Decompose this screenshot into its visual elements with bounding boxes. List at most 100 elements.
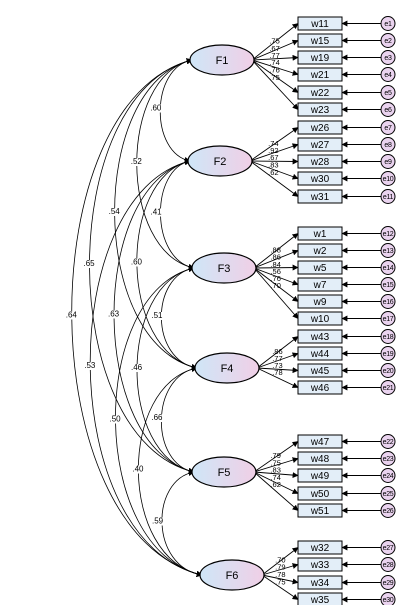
loading-arrow — [253, 441, 299, 473]
covariance-layer: .60.41.51.66.59.52.60.46.40.54.63.50.65.… — [64, 58, 203, 578]
error-circle — [380, 171, 396, 186]
indicator-box — [297, 154, 343, 169]
error-label: e28 — [383, 562, 394, 569]
error-e4: e4 — [380, 67, 396, 82]
error-circle — [380, 540, 396, 555]
error-e25: e25 — [380, 486, 396, 501]
indicator-w44: w44 — [297, 346, 343, 361]
loading-arrow — [251, 54, 299, 61]
error-circle — [380, 311, 396, 326]
error-e12: e12 — [380, 226, 396, 241]
error-e16: e16 — [380, 294, 396, 309]
indicator-box — [297, 67, 343, 82]
indicator-w15: w15 — [297, 33, 343, 48]
loading-arrow — [261, 574, 299, 585]
indicator-label: w5 — [313, 263, 327, 274]
factor-F4: F4 — [194, 352, 260, 384]
indicator-w2: w2 — [297, 243, 343, 258]
indicator-label: w50 — [310, 489, 330, 500]
error-e10: e10 — [380, 171, 396, 186]
error-circle — [380, 329, 396, 344]
factor-label: F4 — [221, 363, 234, 375]
indicator-box — [297, 189, 343, 204]
indicator-layer: w11w15w19w21w22w23w26w27w28w30w31w1w2w5w… — [297, 16, 343, 605]
error-circle — [380, 503, 396, 518]
indicator-w10: w10 — [297, 311, 343, 326]
loading-arrow — [253, 471, 299, 511]
covariance-label: .50 — [110, 415, 122, 424]
indicator-w26: w26 — [297, 120, 343, 135]
error-circle — [380, 363, 396, 378]
indicator-label: w28 — [310, 157, 330, 168]
indicator-box — [297, 346, 343, 361]
error-label: e15 — [383, 282, 394, 289]
indicator-w5: w5 — [297, 260, 343, 275]
covariance-label-bg — [108, 415, 123, 424]
loading-arrow — [251, 59, 299, 76]
indicator-box — [297, 16, 343, 31]
error-e29: e29 — [380, 575, 396, 590]
indicator-w19: w19 — [297, 50, 343, 65]
factor-label: F3 — [218, 263, 231, 275]
indicator-w23: w23 — [297, 102, 343, 117]
indicator-label: w30 — [310, 174, 330, 185]
covariance-label-bg — [82, 260, 97, 268]
indicator-w48: w48 — [297, 451, 343, 466]
factor-ellipse — [187, 145, 253, 177]
loading-arrow — [253, 471, 299, 479]
covariance-label: .53 — [84, 361, 96, 370]
loading-arrow — [253, 233, 299, 269]
loading-label: .74 — [270, 473, 280, 482]
indicator-label: w47 — [310, 437, 330, 448]
error-e17: e17 — [380, 311, 396, 326]
indicator-label: w19 — [310, 53, 330, 64]
covariance-arc — [136, 159, 198, 370]
loading-arrow — [249, 127, 299, 162]
error-label: e25 — [383, 491, 394, 498]
loading-arrow — [249, 158, 299, 165]
indicator-label: w48 — [310, 454, 330, 465]
loading-label: .70 — [275, 555, 285, 564]
indicator-box — [297, 120, 343, 135]
covariance-label: .63 — [108, 310, 120, 319]
loading-label: .76 — [269, 66, 279, 75]
error-circle — [380, 294, 396, 309]
covariance-label: .41 — [151, 208, 163, 217]
indicator-box — [297, 486, 343, 501]
indicator-label: w21 — [310, 70, 330, 81]
error-e30: e30 — [380, 592, 396, 605]
indicator-w27: w27 — [297, 137, 343, 152]
loading-label: .74 — [269, 58, 279, 67]
indicator-label: w9 — [313, 297, 327, 308]
indicator-box — [297, 171, 343, 186]
error-e9: e9 — [380, 154, 396, 169]
factor-label: F1 — [216, 55, 229, 67]
factor-label: F2 — [214, 156, 227, 168]
error-circle — [380, 468, 396, 483]
indicator-box — [297, 380, 343, 395]
indicator-w22: w22 — [297, 85, 343, 100]
indicator-label: w35 — [310, 595, 330, 605]
covariance-label: .52 — [131, 157, 143, 166]
error-circle — [380, 137, 396, 152]
covariance-label-bg — [129, 258, 144, 267]
loading-label: .79 — [275, 563, 285, 572]
loading-layer: .75.67.77.74.76.75.74.92.67.83.62.88.86.… — [249, 23, 299, 600]
loading-arrow — [251, 59, 299, 93]
error-e15: e15 — [380, 277, 396, 292]
covariance-label-bg — [150, 414, 165, 422]
loading-arrow — [261, 574, 299, 600]
error-e20: e20 — [380, 363, 396, 378]
covariance-label-bg — [83, 362, 98, 370]
error-label: e26 — [383, 508, 394, 515]
loading-label: .67 — [269, 44, 279, 53]
indicator-box — [297, 557, 343, 572]
loading-arrow — [253, 267, 299, 286]
error-label: e3 — [384, 55, 392, 62]
error-label: e20 — [383, 368, 394, 375]
loading-label: .86 — [272, 347, 282, 356]
loading-arrow — [249, 160, 299, 180]
error-label: e21 — [383, 385, 394, 392]
error-circle — [380, 557, 396, 572]
